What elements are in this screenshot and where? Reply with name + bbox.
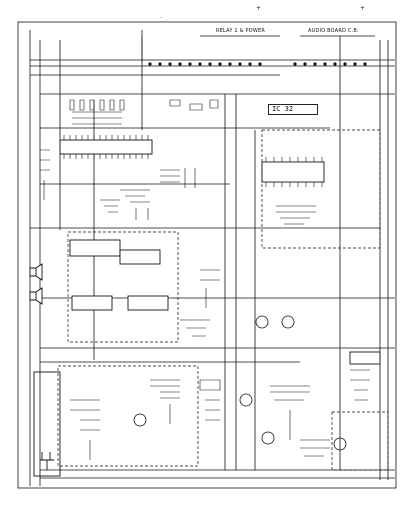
transistor-icon [133,315,347,451]
module-label: IC 32 [268,104,318,115]
subboard-audio-outline [261,129,381,249]
subboard-power-outline [57,365,199,467]
mark-plus-2: + [360,5,365,12]
ic-audio-module [261,161,325,183]
ic-if-stage [119,249,161,265]
ic-audio-amp-right [127,295,169,311]
component-clusters [40,99,370,460]
connector-dots [148,62,367,66]
power-supply-block [33,371,61,477]
subboard-output-outline [331,411,389,471]
ic-audio-amp-left [71,295,113,311]
mark-dot: · [160,15,162,22]
mains-plug-icon [40,452,54,470]
sheet-border [17,21,397,489]
ic-pins [63,135,323,187]
ic-main-processor [59,139,153,155]
header-audio-board: AUDIO BOARD C.B. [308,28,359,34]
subboard-tuner-outline [67,231,179,343]
mark-plus-1: + [256,5,261,12]
header-relay-power: RELAY 1 & POWER [216,28,265,34]
speaker-icon [29,263,43,305]
ic-tuner [69,239,121,257]
ic-output [349,351,381,365]
